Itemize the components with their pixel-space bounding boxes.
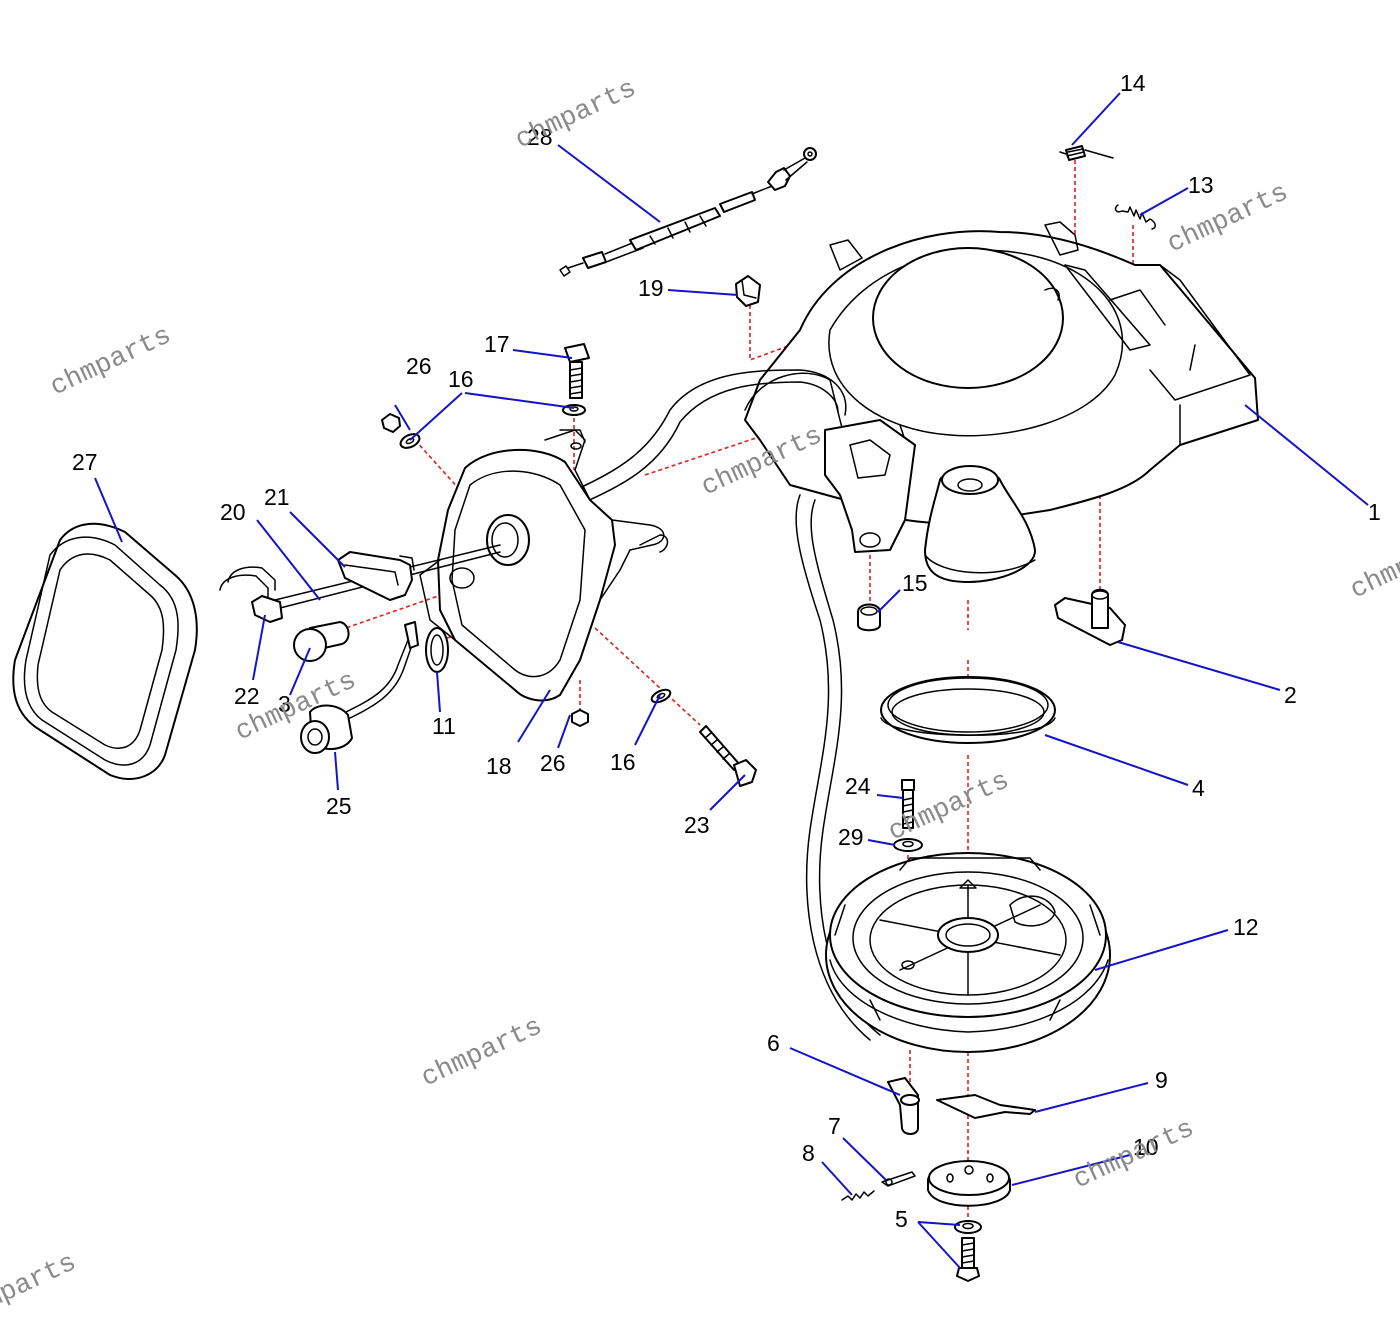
callout-25: 25	[326, 793, 352, 819]
leader-lines	[94, 92, 1369, 1269]
callout-1: 1	[1368, 499, 1381, 525]
watermarks: chmparts chmparts chmparts chmparts chmp…	[0, 74, 1400, 1324]
washer-16-top-left	[399, 433, 421, 449]
nut-26-top	[381, 413, 401, 433]
rod-clip	[251, 595, 283, 623]
rewind-pulley	[825, 852, 1111, 1053]
lever-housing	[419, 429, 669, 702]
callout-24: 24	[845, 773, 871, 799]
callout-22: 22	[234, 683, 260, 709]
lever-arm	[337, 551, 415, 601]
callout-19: 19	[638, 275, 664, 301]
callout-12: 12	[1233, 914, 1259, 940]
watermark: chmparts	[511, 74, 641, 156]
callout-17: 17	[484, 331, 510, 357]
nut-26-bottom	[571, 709, 589, 727]
callout-21: 21	[264, 484, 290, 510]
control-cable	[574, 369, 847, 506]
tension-spring	[1114, 204, 1156, 230]
housing-cover	[744, 221, 1259, 1041]
filter-element	[12, 522, 198, 780]
torsion-spring	[1059, 145, 1114, 161]
callout-2: 2	[1284, 682, 1297, 708]
callout-labels: 1 2 3 4 5 6 7 8 9 10 11 12 13 14 15 16 1…	[72, 70, 1381, 1232]
callout-15: 15	[902, 570, 928, 596]
center-bolt	[954, 1220, 982, 1282]
cable-clip	[735, 275, 761, 307]
knob	[293, 621, 350, 662]
callout-3: 3	[278, 691, 291, 717]
callout-10: 10	[1133, 1134, 1159, 1160]
watermark: chmparts	[1346, 524, 1400, 606]
callout-20: 20	[220, 499, 246, 525]
kill-switch	[300, 621, 419, 754]
callout-29: 29	[838, 824, 864, 850]
callout-7: 7	[828, 1113, 841, 1139]
latch-clip	[1054, 588, 1126, 646]
callout-5: 5	[895, 1206, 908, 1232]
washer-16-right	[650, 688, 672, 704]
pulley-bolt	[901, 779, 915, 829]
pawl	[887, 1077, 920, 1135]
callout-16-right: 16	[610, 749, 636, 775]
callout-9: 9	[1155, 1067, 1168, 1093]
watermark: chmparts	[417, 1012, 547, 1094]
callout-23: 23	[684, 812, 710, 838]
retainer-cap	[927, 1160, 1011, 1207]
o-ring	[425, 627, 449, 673]
callout-4: 4	[1192, 775, 1205, 801]
callout-16-top: 16	[448, 366, 474, 392]
return-pin	[881, 1171, 916, 1187]
callout-26-top: 26	[406, 353, 432, 379]
callout-13: 13	[1188, 172, 1214, 198]
seal-ring	[880, 676, 1056, 744]
watermark: chmparts	[1069, 1114, 1199, 1196]
spring-plate	[936, 1094, 1036, 1119]
callout-6: 6	[767, 1030, 780, 1056]
watermark: chmparts	[0, 1248, 81, 1324]
callout-26-bottom: 26	[540, 750, 566, 776]
callout-18: 18	[486, 753, 512, 779]
callout-14: 14	[1120, 70, 1146, 96]
watermark: chmparts	[46, 321, 176, 403]
callout-27: 27	[72, 449, 98, 475]
small-spring	[841, 1190, 875, 1201]
bolt-17	[564, 343, 590, 399]
callout-11: 11	[432, 713, 456, 739]
throttle-cable	[559, 147, 817, 277]
callout-8: 8	[802, 1140, 815, 1166]
bolt-23	[699, 725, 757, 787]
plug	[857, 603, 881, 632]
callout-28: 28	[527, 124, 553, 150]
